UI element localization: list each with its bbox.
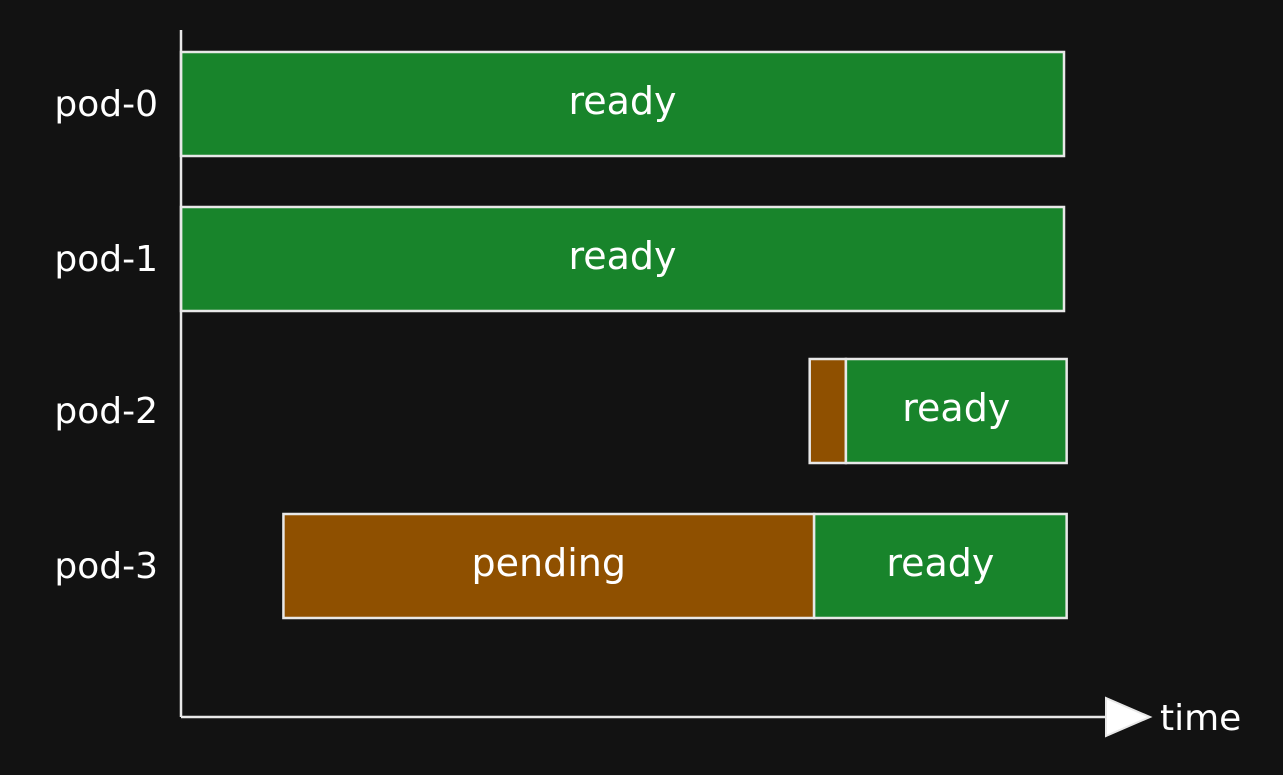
pod-label: pod-1 bbox=[54, 239, 158, 280]
segment-label: ready bbox=[886, 541, 994, 585]
ready-segment bbox=[844, 357, 1068, 465]
row-pod-2: pod-2 ready bbox=[54, 357, 1068, 465]
pod-label: pod-3 bbox=[54, 546, 158, 587]
row-pod-1: pod-1 ready bbox=[54, 205, 1066, 313]
segment-label: pending bbox=[472, 541, 626, 585]
ready-segment bbox=[812, 512, 1068, 620]
x-axis-label: time bbox=[1160, 698, 1241, 739]
pod-label: pod-2 bbox=[54, 391, 158, 432]
row-pod-3: pod-3 pending ready bbox=[54, 512, 1068, 620]
segment-label: ready bbox=[568, 234, 676, 278]
pending-segment bbox=[808, 357, 848, 465]
x-axis-arrowhead-icon bbox=[1105, 696, 1153, 738]
segment-label: ready bbox=[902, 386, 1010, 430]
ready-segment bbox=[179, 50, 1066, 158]
rows-layer: pod-0 ready pod-1 ready pod-2 ready pod-3 pendi… bbox=[54, 50, 1068, 620]
segment-label: ready bbox=[568, 79, 676, 123]
row-pod-0: pod-0 ready bbox=[54, 50, 1066, 158]
ready-segment bbox=[179, 205, 1066, 313]
pod-label: pod-0 bbox=[54, 84, 158, 125]
